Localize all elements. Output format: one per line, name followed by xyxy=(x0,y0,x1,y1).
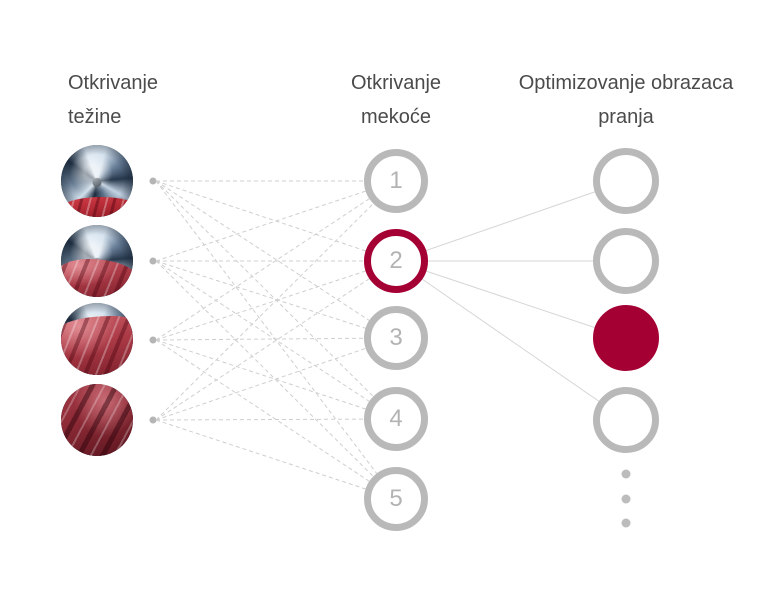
softness-header-line2: mekoće xyxy=(360,106,432,128)
softness-node-2-active: 2 xyxy=(364,229,428,293)
softness-node-5-label: 5 xyxy=(389,485,403,512)
hidden-to-output-solid-connections xyxy=(395,180,627,421)
red-fabric-image xyxy=(61,315,133,375)
softness-header-line1: Otkrivanje xyxy=(350,72,442,94)
pattern-node-2 xyxy=(593,228,659,294)
laundry-load-photo-medium xyxy=(61,225,133,297)
softness-node-1: 1 xyxy=(364,149,428,213)
laundry-load-photo-large xyxy=(61,303,133,375)
softness-node-4-label: 4 xyxy=(389,405,403,432)
laundry-load-photo-full xyxy=(61,384,133,456)
weight-detection-header: Otkrivanje težine xyxy=(68,66,158,134)
pattern-node-4 xyxy=(593,387,659,453)
softness-node-1-label: 1 xyxy=(389,167,403,194)
wash-pattern-header: Optimizovanje obrazaca pranja xyxy=(491,66,761,134)
input-to-hidden-dashed-connections xyxy=(155,180,397,500)
laundry-load-photo-small xyxy=(61,145,133,217)
softness-node-2-label: 2 xyxy=(389,247,403,274)
red-fabric-image xyxy=(61,258,133,297)
weight-header-line2: težine xyxy=(68,106,122,128)
softness-detection-header: Otkrivanje mekoće xyxy=(306,66,486,134)
softness-node-3: 3 xyxy=(364,306,428,370)
softness-node-4: 4 xyxy=(364,387,428,451)
weight-header-line1: Otkrivanje xyxy=(68,72,159,94)
red-fabric-image xyxy=(61,384,133,456)
pattern-header-line1: Optimizovanje obrazaca xyxy=(518,72,734,94)
pattern-node-3-selected xyxy=(593,305,659,371)
pattern-node-1 xyxy=(593,148,659,214)
pattern-header-line2: pranja xyxy=(598,106,654,128)
softness-node-3-label: 3 xyxy=(389,324,403,351)
softness-node-5: 5 xyxy=(364,467,428,531)
output-ellipsis-dots xyxy=(621,469,631,528)
input-connection-dots xyxy=(149,177,157,424)
red-fabric-image xyxy=(61,196,133,217)
